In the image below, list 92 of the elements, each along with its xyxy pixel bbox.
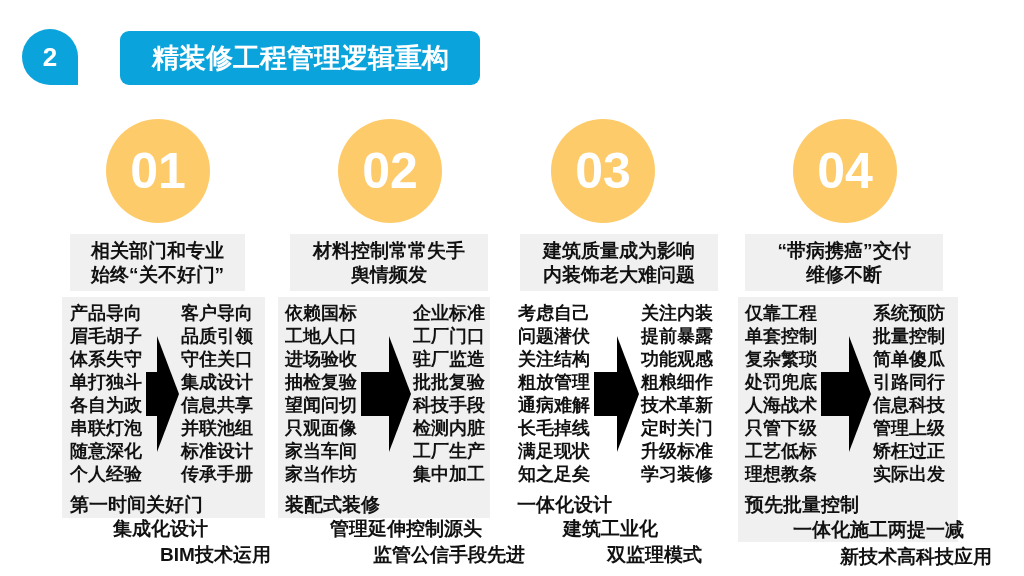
heading-box: 相关部门和专业始终“关不好门”	[70, 234, 245, 291]
list-item: 工厂门口	[413, 325, 486, 348]
list-item: 单套控制	[745, 325, 818, 348]
list-item: 串联灯泡	[70, 417, 143, 440]
list-item: 定时关门	[641, 417, 714, 440]
list-item: 品质引领	[181, 325, 254, 348]
caption-text: 监管公信手段先进	[373, 543, 525, 567]
list-item: 进场验收	[285, 348, 358, 371]
panel-caption: 第一时间关好门	[70, 493, 203, 517]
list-item: 技术革新	[641, 394, 714, 417]
list-item: 标准设计	[181, 440, 254, 463]
list-item: 望闻问切	[285, 394, 358, 417]
list-item: 批量控制	[873, 325, 946, 348]
caption-text: BIM技术运用	[160, 543, 271, 567]
number-circle: 01	[106, 119, 210, 223]
list-item: 单打独斗	[70, 371, 143, 394]
list-item: 依赖国标	[285, 302, 358, 325]
caption-text: 集成化设计	[113, 517, 208, 541]
list-item: 知之足矣	[518, 463, 591, 486]
list-item: 信息科技	[873, 394, 946, 417]
list-item: 功能观感	[641, 348, 714, 371]
list-item: 检测内脏	[413, 417, 486, 440]
list-item: 个人经验	[70, 463, 143, 486]
list-item: 并联池组	[181, 417, 254, 440]
list-item: 守住关口	[181, 348, 254, 371]
list-item: 抽检复验	[285, 371, 358, 394]
list-item: 通病难解	[518, 394, 591, 417]
list-item: 家当车间	[285, 440, 358, 463]
list-item: 处罚兜底	[745, 371, 818, 394]
list-item: 随意深化	[70, 440, 143, 463]
list-item: 驻厂监造	[413, 348, 486, 371]
list-item: 关注内装	[641, 302, 714, 325]
list-item: 关注结构	[518, 348, 591, 371]
list-item: 人海战术	[745, 394, 818, 417]
caption-text: 新技术高科技应用	[840, 545, 992, 569]
card-panel	[62, 297, 265, 518]
list-item: 复杂繁琐	[745, 348, 818, 371]
heading-box: 建筑质量成为影响内装饰老大难问题	[520, 234, 718, 291]
list-item: 体系失守	[70, 348, 143, 371]
list-item: 粗粮细作	[641, 371, 714, 394]
caption-text: 双监理模式	[607, 543, 702, 567]
panel-caption: 预先批量控制	[745, 493, 859, 517]
card-panel	[278, 297, 490, 518]
list-item: 问题潜伏	[518, 325, 591, 348]
list-item: 批批复验	[413, 371, 486, 394]
block-arrow	[146, 336, 179, 452]
list-item: 满足现状	[518, 440, 591, 463]
title-banner: 精装修工程管理逻辑重构	[120, 31, 480, 85]
list-item: 引路同行	[873, 371, 946, 394]
list-item: 各自为政	[70, 394, 143, 417]
list-item: 眉毛胡子	[70, 325, 143, 348]
panel-caption: 一体化施工两提一减	[793, 518, 964, 542]
list-item: 工地人口	[285, 325, 358, 348]
list-item: 矫枉过正	[873, 440, 946, 463]
list-item: 集成设计	[181, 371, 254, 394]
list-item: 传承手册	[181, 463, 254, 486]
list-item: 理想教条	[745, 463, 818, 486]
list-item: 提前暴露	[641, 325, 714, 348]
list-item: 只管下级	[745, 417, 818, 440]
list-item: 仅靠工程	[745, 302, 818, 325]
caption-text: 管理延伸控制源头	[330, 517, 482, 541]
list-item: 简单傻瓜	[873, 348, 946, 371]
caption-text: 一体化设计	[517, 493, 612, 517]
list-item: 客户导向	[181, 302, 254, 325]
list-item: 工艺低标	[745, 440, 818, 463]
list-item: 信息共享	[181, 394, 254, 417]
list-item: 考虑自己	[518, 302, 591, 325]
list-item: 产品导向	[70, 302, 143, 325]
list-item: 集中加工	[413, 463, 486, 486]
list-item: 实际出发	[873, 463, 946, 486]
list-item: 升级标准	[641, 440, 714, 463]
block-arrow	[821, 336, 871, 452]
list-item: 科技手段	[413, 394, 486, 417]
list-item: 只观面像	[285, 417, 358, 440]
caption-text: 建筑工业化	[563, 517, 658, 541]
list-item: 工厂生产	[413, 440, 486, 463]
list-item: 长毛掉线	[518, 417, 591, 440]
list-item: 学习装修	[641, 463, 714, 486]
heading-box: “带病携癌”交付维修不断	[745, 234, 943, 291]
heading-box: 材料控制常常失手舆情频发	[290, 234, 488, 291]
list-item: 家当作坊	[285, 463, 358, 486]
block-arrow	[361, 336, 411, 452]
number-circle: 04	[793, 119, 897, 223]
list-item: 管理上级	[873, 417, 946, 440]
number-circle: 02	[338, 119, 442, 223]
list-item: 粗放管理	[518, 371, 591, 394]
panel-caption: 装配式装修	[285, 493, 380, 517]
block-arrow	[594, 336, 639, 452]
list-item: 系统预防	[873, 302, 946, 325]
number-circle: 03	[551, 119, 655, 223]
section-number: 2	[22, 29, 78, 85]
list-item: 企业标准	[413, 302, 486, 325]
